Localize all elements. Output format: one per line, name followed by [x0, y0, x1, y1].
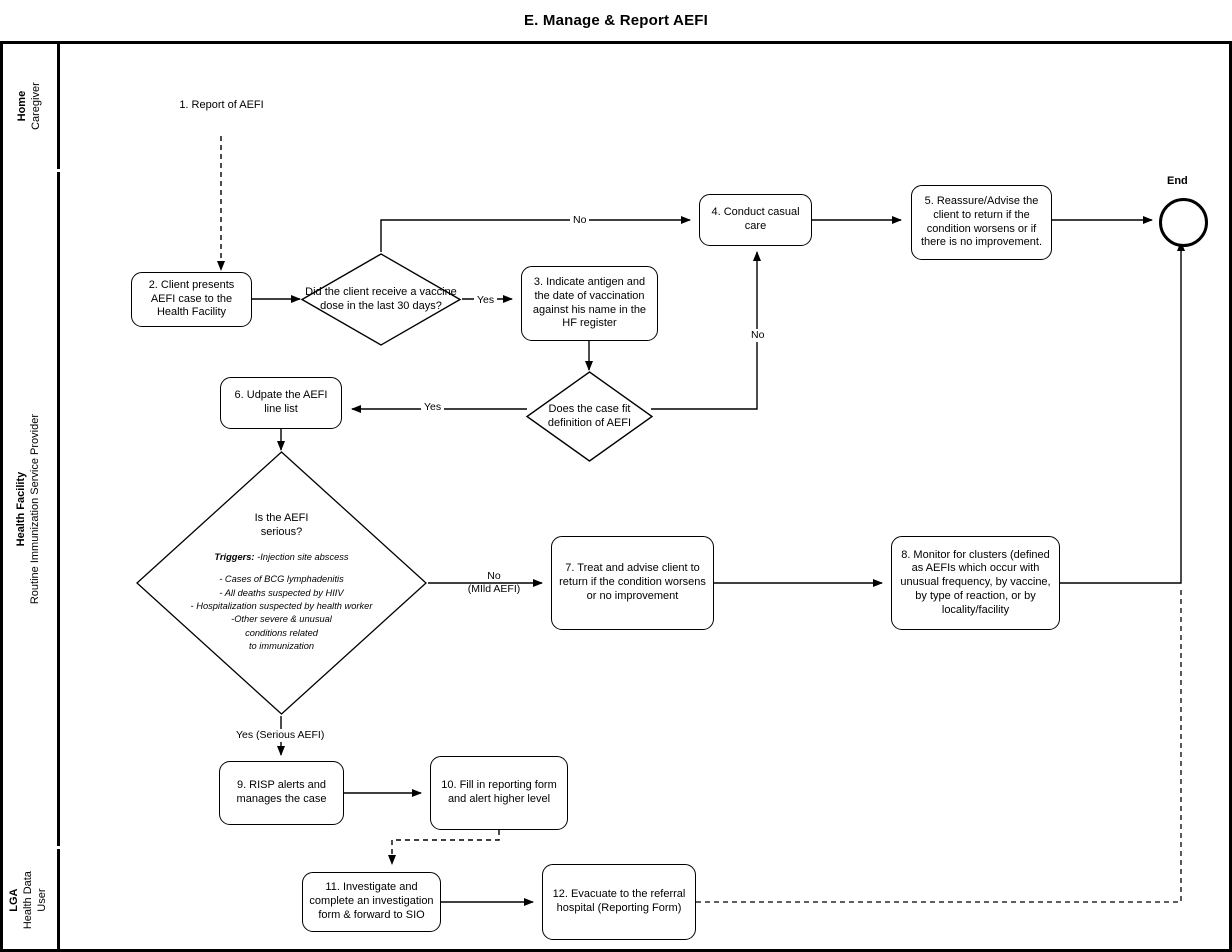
trigger-item-1: - Cases of BCG lymphadenitis	[219, 574, 344, 585]
task-3-indicate-antigen[interactable]: 3. Indicate antigen and the date of vacc…	[521, 266, 658, 341]
task-7-label: 7. Treat and advise client to return if …	[559, 562, 706, 602]
gateway-case-fits-label: Does the case fit definition of AEFI	[547, 402, 632, 429]
task-6-update-aefi-line-list[interactable]: 6. Udpate the AEFI line list	[220, 377, 342, 429]
task-8-label: 8. Monitor for clusters (defined as AEFI…	[900, 548, 1051, 616]
task-10-fill-reporting-form[interactable]: 10. Fill in reporting form and alert hig…	[430, 756, 568, 830]
task-7-treat-and-advise-client[interactable]: 7. Treat and advise client to return if …	[551, 536, 714, 630]
task-6-label: 6. Udpate the AEFI line list	[234, 389, 328, 415]
triggers-first-item: -Injection site abscess	[254, 551, 349, 562]
task-3-label: 3. Indicate antigen and the date of vacc…	[532, 276, 647, 330]
gateway-serious-question-line1: Is the AEFI	[254, 512, 309, 525]
start-event[interactable]	[82, 76, 140, 134]
diagram-title-bar: E. Manage & Report AEFI	[0, 0, 1232, 44]
edge-label-d2-yes: Yes	[421, 401, 445, 414]
triggers-first-line: Triggers: -Injection site abscess	[147, 551, 417, 564]
lane-header-home: Home Caregiver	[0, 44, 60, 169]
trigger-item-4: -Other severe & unusual	[231, 614, 332, 625]
task-1-label: 1. Report of AEFI	[179, 98, 264, 111]
task-9-risp-alerts-manages-case[interactable]: 9. RISP alerts and manages the case	[219, 761, 344, 825]
edge-label-d1-yes: Yes	[474, 294, 498, 307]
edge-label-d3-no-line2: (MIld AEFI)	[467, 582, 521, 595]
edge-label-d3-yes: Yes (Serious AEFI)	[233, 729, 328, 742]
trigger-item-5: conditions related	[245, 627, 318, 638]
task-12-evacuate-to-referral-hospital[interactable]: 12. Evacuate to the referral hospital (R…	[542, 864, 696, 940]
trigger-item-6: to immunization	[248, 641, 315, 652]
triggers-label: Triggers:	[214, 551, 255, 562]
diagram-title: E. Manage & Report AEFI	[523, 12, 709, 29]
task-2-client-presents-aefi-case[interactable]: 2. Client presents AEFI case to the Heal…	[131, 272, 252, 327]
end-event[interactable]	[1159, 198, 1208, 247]
task-1-report-of-aefi[interactable]: 1. Report of AEFI	[162, 76, 281, 135]
gateway-vaccine-dose-label: Did the client receive a vaccine dose in…	[305, 285, 457, 312]
task-8-monitor-for-clusters[interactable]: 8. Monitor for clusters (defined as AEFI…	[891, 536, 1060, 630]
trigger-item-2: - All deaths suspected by HIIV	[219, 587, 344, 598]
task-5-label: 5. Reassure/Advise the client to return …	[920, 195, 1043, 249]
task-2-label: 2. Client presents AEFI case to the Heal…	[148, 278, 235, 319]
task-11-investigate-complete-form[interactable]: 11. Investigate and complete an investig…	[302, 872, 441, 932]
task-10-label: 10. Fill in reporting form and alert hig…	[441, 779, 557, 805]
gateway-is-aefi-serious[interactable]: Is the AEFI serious? Triggers: -Injectio…	[135, 450, 428, 716]
lane-header-health-facility: Health Facility Routine Immunization Ser…	[0, 172, 60, 846]
end-event-label: End	[1167, 175, 1188, 187]
edge-label-d3-no-line1: No	[487, 570, 501, 582]
edge-label-d1-no: No	[570, 214, 590, 227]
edge-label-d3-no: No (MIld AEFI)	[459, 570, 529, 595]
task-4-label: 4. Conduct casual care	[711, 206, 800, 232]
gateway-serious-question-line2: serious?	[260, 525, 303, 538]
gateway-vaccine-dose-last-30-days[interactable]: Did the client receive a vaccine dose in…	[300, 252, 462, 347]
gateway-case-fits-aefi-definition[interactable]: Does the case fit definition of AEFI	[525, 370, 654, 463]
task-5-reassure-advise-client[interactable]: 5. Reassure/Advise the client to return …	[911, 185, 1052, 260]
task-11-label: 11. Investigate and complete an investig…	[309, 881, 434, 921]
edge-label-d2-no: No	[748, 329, 768, 342]
task-12-label: 12. Evacuate to the referral hospital (R…	[552, 888, 686, 914]
lane-header-lga: LGA Health Data User	[0, 849, 60, 952]
trigger-item-3: - Hospitalization suspected by health wo…	[190, 601, 373, 612]
task-4-conduct-casual-care[interactable]: 4. Conduct casual care	[699, 194, 812, 246]
task-9-label: 9. RISP alerts and manages the case	[236, 779, 327, 805]
